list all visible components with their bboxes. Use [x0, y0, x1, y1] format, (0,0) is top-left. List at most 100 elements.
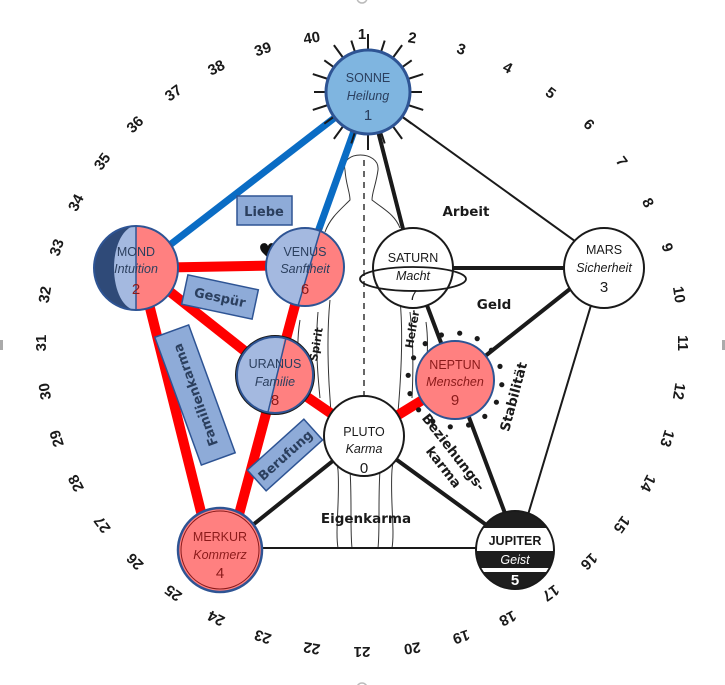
planet-jupiter-name: JUPITER	[489, 534, 542, 548]
ring-number: 39	[252, 39, 273, 60]
planet-saturn-number: 7	[409, 287, 417, 304]
planet-venus-number: 6	[301, 281, 309, 298]
planet-mond-name: MOND	[117, 245, 155, 259]
ring-number: 26	[123, 549, 147, 573]
planet-neptun-number: 9	[451, 392, 459, 409]
ring-number: 33	[47, 237, 68, 258]
sun-ray	[312, 104, 329, 111]
neptun-dot	[407, 391, 413, 397]
planet-neptun: NEPTUN Menschen 9	[405, 330, 505, 430]
ring-number: 38	[205, 57, 228, 80]
sun-ray	[407, 104, 424, 111]
ring-number: 11	[674, 335, 691, 351]
planet-pluto-quality: Karma	[346, 442, 383, 456]
ring-number: 17	[539, 581, 562, 605]
ring-number: 22	[302, 638, 321, 657]
ring-number: 8	[638, 195, 657, 210]
sun-ray	[323, 59, 335, 69]
label-stabilitaet: Stabilität	[497, 360, 531, 433]
left-handle	[0, 340, 3, 350]
sun-ray	[401, 115, 413, 125]
sun-ray	[380, 40, 386, 53]
sun-ray	[407, 73, 424, 80]
planet-merkur-name: MERKUR	[193, 530, 247, 544]
sun-ray	[391, 44, 403, 59]
planet-mond-number: 2	[132, 281, 140, 298]
box-liebe: Liebe	[236, 195, 293, 226]
label-spirit: Spirit	[307, 327, 326, 363]
planet-uranus-quality: Familie	[255, 375, 295, 389]
neptun-dot	[430, 418, 436, 424]
sun-ray	[401, 59, 413, 69]
planet-saturn: SATURN Macht 7	[359, 227, 467, 309]
planet-jupiter-number: 5	[511, 572, 519, 589]
ring-number: 40	[302, 29, 321, 48]
ring-number: 20	[403, 638, 422, 657]
neptun-dot	[499, 382, 505, 388]
ring-number: 34	[65, 191, 88, 214]
bottom-handle	[357, 682, 367, 685]
planet-saturn-quality: Macht	[396, 269, 431, 283]
planet-sonne-number: 1	[364, 107, 372, 124]
planet-jupiter-quality: Geist	[500, 553, 530, 567]
ring-number: 21	[354, 643, 371, 660]
ring-number: 4	[500, 59, 516, 78]
sun-ray	[333, 44, 345, 59]
ring-number: 32	[36, 285, 55, 304]
planet-sonne: SONNE Heilung 1	[312, 34, 424, 150]
neptun-dot	[493, 399, 499, 405]
ring-number: 31	[33, 335, 50, 352]
planet-venus-quality: Sanftheit	[280, 262, 330, 276]
ring-number: 30	[36, 382, 55, 401]
neptun-dot	[488, 347, 494, 353]
label-arbeit: Arbeit	[442, 204, 490, 220]
ring-number: 24	[205, 606, 228, 629]
planet-pluto-name: PLUTO	[343, 425, 385, 439]
neptun-dot	[482, 413, 488, 419]
ring-number: 18	[496, 607, 519, 630]
planet-sonne-name: SONNE	[346, 71, 390, 85]
ring-number: 5	[542, 84, 559, 103]
ring-number: 1	[358, 26, 366, 43]
neptun-dot	[474, 336, 480, 342]
ring-number: 27	[91, 513, 115, 536]
planet-mond: MOND Intuition 2	[93, 225, 179, 311]
planet-venus: VENUS Sanftheit 6	[265, 227, 345, 307]
neptun-dot	[438, 332, 444, 338]
ring-number: 13	[656, 428, 677, 449]
sun-ray	[323, 115, 335, 125]
ring-number: 28	[65, 472, 88, 495]
sun-ray	[350, 40, 356, 53]
planet-mars-name: MARS	[586, 243, 622, 257]
neptun-dot	[405, 372, 411, 378]
label-eigenkarma: Eigenkarma	[321, 511, 411, 527]
ring-number: 9	[657, 241, 676, 254]
ring-number: 29	[47, 428, 68, 449]
planet-mars-quality: Sicherheit	[576, 261, 632, 275]
label-geld: Geld	[477, 297, 512, 313]
ring-number: 6	[580, 116, 598, 134]
box-liebe-label: Liebe	[244, 205, 284, 220]
ring-number: 35	[91, 150, 115, 173]
right-handle	[722, 340, 725, 350]
sun-ray	[391, 125, 403, 140]
planet-neptun-quality: Menschen	[426, 375, 484, 389]
planet-saturn-name: SATURN	[388, 251, 438, 265]
planet-mars: MARS Sicherheit 3	[563, 227, 645, 309]
neptun-dot	[416, 407, 422, 413]
sun-ray	[333, 125, 345, 140]
planet-pluto-number: 0	[360, 460, 368, 477]
box-gespuer: Gespür	[180, 273, 260, 321]
planet-pluto: PLUTO Karma 0	[323, 395, 405, 477]
ring-number: 25	[162, 581, 185, 605]
box-familienkarma: Familienkarma	[153, 323, 237, 467]
planet-uranus-number: 8	[271, 392, 279, 409]
planet-uranus-name: URANUS	[249, 357, 302, 371]
planet-merkur: MERKUR Kommerz 4	[176, 506, 264, 594]
label-helfer: Helfer	[403, 309, 423, 349]
neptun-dot	[447, 424, 453, 430]
ring-number: 10	[669, 285, 688, 304]
ring-number: 7	[612, 153, 631, 170]
planet-merkur-number: 4	[216, 565, 224, 582]
planet-neptun-name: NEPTUN	[429, 358, 480, 372]
